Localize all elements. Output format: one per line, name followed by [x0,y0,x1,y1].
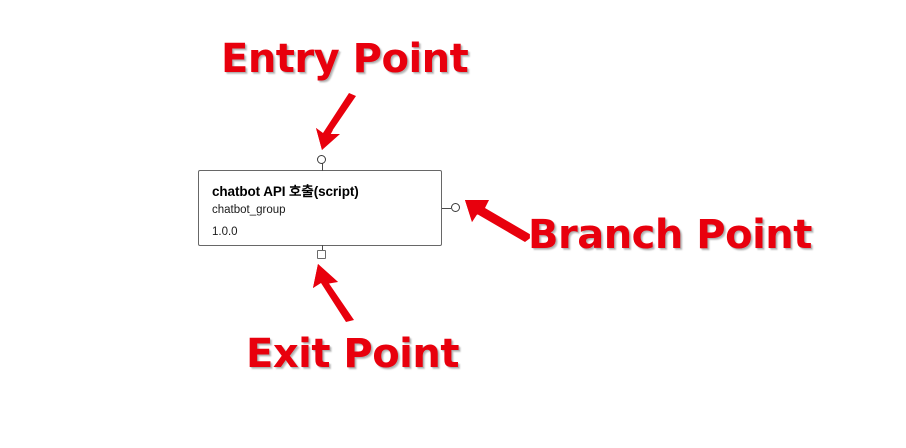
entry-arrow-icon [300,90,370,160]
callout-branch-point: Branch Point [526,210,814,260]
node-subtitle: chatbot_group [212,204,286,216]
node-title: chatbot API 호출(script) [212,184,359,199]
entry-port-circle-icon[interactable] [317,155,326,164]
callout-exit-point: Exit Point [244,329,461,379]
exit-arrow-icon [300,258,370,328]
exit-port-square-icon[interactable] [317,250,326,259]
branch-port-stem [442,207,451,209]
callout-entry-point: Entry Point [219,34,470,84]
entry-port-stem [321,163,323,171]
exit-port-stem [321,245,323,251]
node-version: 1.0.0 [212,226,238,238]
branch-arrow-icon [455,188,545,248]
node-box[interactable]: chatbot API 호출(script) chatbot_group 1.0… [198,170,442,246]
branch-port-circle-icon[interactable] [451,203,460,212]
